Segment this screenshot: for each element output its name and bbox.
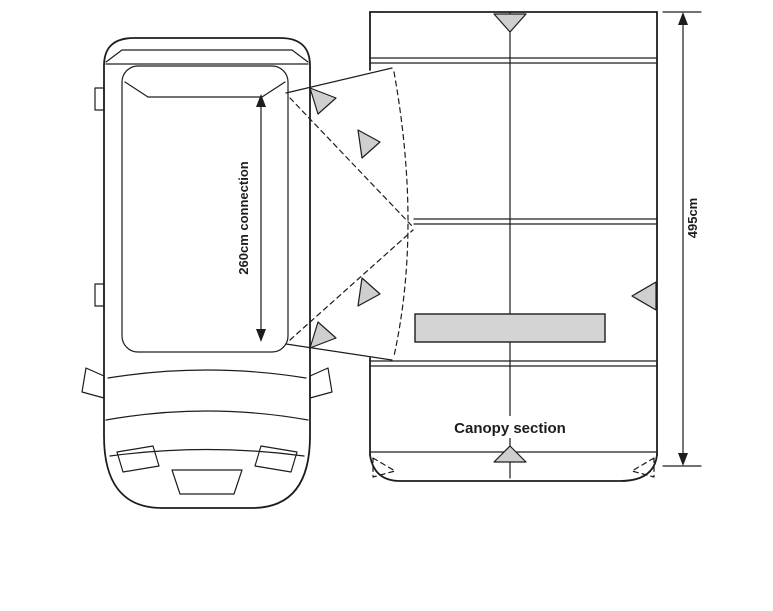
van-front-fascia — [109, 448, 305, 457]
tunnel-bottom-edge — [285, 343, 393, 361]
van-left-fitting-bottom — [94, 283, 105, 307]
corner-peg-left — [372, 457, 396, 478]
canopy-label-backing — [452, 416, 568, 438]
connection-dimension-label: 260cm connection — [236, 161, 251, 274]
van-roof-panel — [121, 65, 289, 353]
van-left-fitting-top — [94, 87, 105, 111]
tunnel-fabric-curve — [393, 71, 409, 357]
van-rear-hatch — [105, 49, 309, 63]
van-mirror-left — [81, 367, 105, 399]
van-cowl-line — [105, 410, 309, 421]
height-arrowhead-top — [678, 12, 688, 25]
connection-arrowhead-bottom — [256, 329, 266, 342]
height-arrowhead-bottom — [678, 453, 688, 466]
connection-dimension: 260cm connection — [236, 94, 266, 342]
tunnel-guy-line-top — [289, 97, 414, 228]
peg-markers — [309, 13, 657, 463]
canopy-label-group: Canopy section — [452, 416, 568, 438]
van-headlight-right — [254, 445, 298, 473]
connection-arrowhead-top — [256, 94, 266, 107]
van-body-outline — [103, 37, 311, 509]
van-grille — [171, 469, 243, 495]
van-top-view — [81, 37, 333, 509]
van-headlight-left — [116, 445, 160, 473]
peg-marker-tunnel-bottom-outer — [309, 321, 337, 349]
awning-window-panel — [414, 313, 606, 343]
corner-peg-right — [631, 457, 655, 478]
peg-marker-tunnel-top-outer — [309, 87, 337, 115]
awning-floorplan — [369, 11, 658, 482]
van-mirror-right — [309, 367, 333, 399]
tunnel-top-edge — [285, 67, 393, 94]
connection-tunnel — [285, 67, 414, 361]
awning-bottom-skirt — [369, 454, 658, 482]
van-windshield-top — [107, 369, 307, 379]
peg-marker-right — [631, 281, 657, 311]
peg-marker-tunnel-top-inner — [357, 129, 381, 159]
van-rooftop-contour — [124, 81, 286, 98]
peg-marker-bottom — [493, 445, 527, 463]
canopy-section-label: Canopy section — [454, 420, 566, 437]
peg-marker-top — [493, 13, 527, 33]
height-dimension: 495cm — [662, 11, 702, 467]
tunnel-guy-line-bottom — [289, 229, 414, 341]
awning-height-dimension-label: 495cm — [685, 198, 700, 238]
peg-marker-tunnel-bottom-inner — [357, 277, 381, 307]
